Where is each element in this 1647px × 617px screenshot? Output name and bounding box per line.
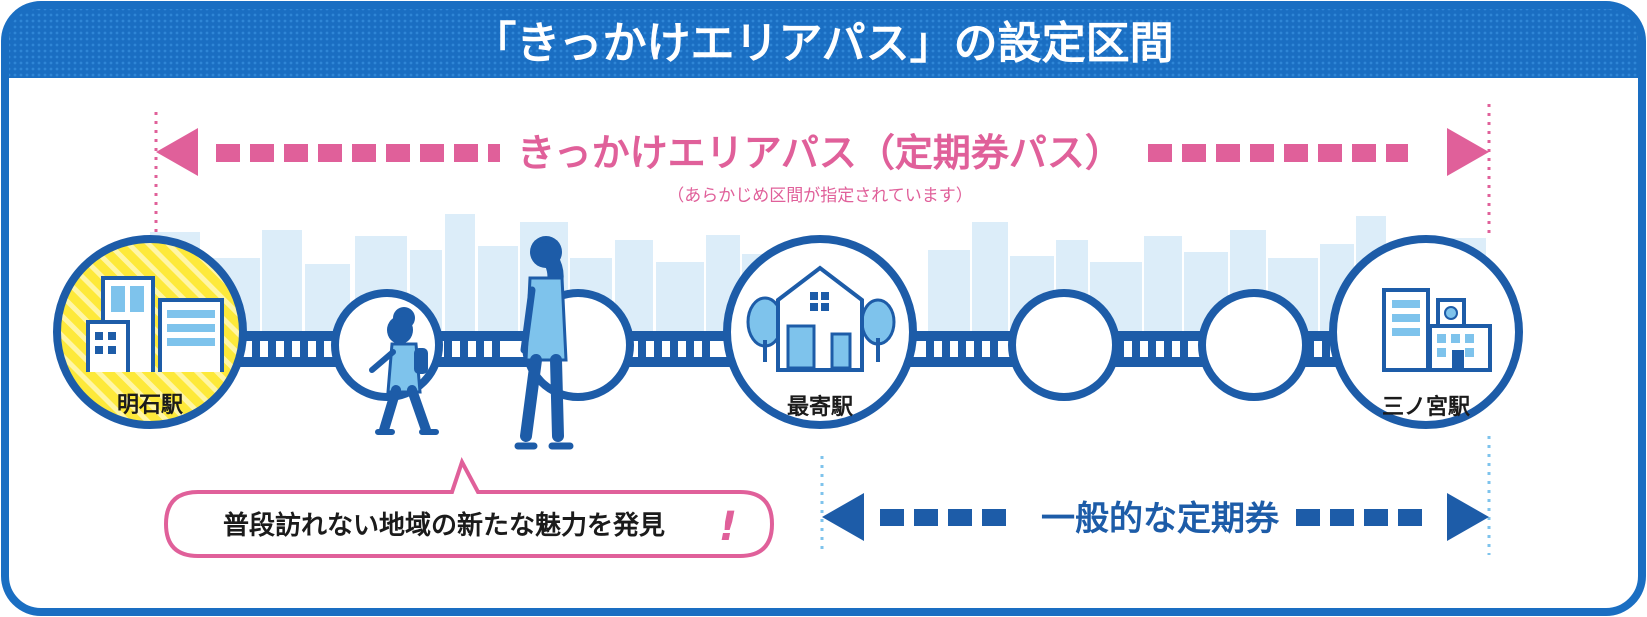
house-icon [776, 265, 864, 372]
station-home: 最寄駅 [723, 235, 917, 429]
station-intermediate-3 [1008, 289, 1120, 401]
exclamation-mark: ! [719, 504, 737, 550]
station-home-label: 最寄駅 [787, 394, 853, 420]
general-pass-range-arrow [822, 493, 1489, 541]
station-akashi-label: 明石駅 [117, 393, 183, 418]
clock-tower-icon [1428, 298, 1492, 372]
header-band [9, 9, 1638, 78]
station-intermediate-1 [331, 289, 443, 401]
station-akashi: 明石駅 [53, 235, 247, 429]
station-sannomiya: 三ノ宮駅 [1329, 235, 1523, 429]
callout-text: 普段訪れない地域の新たな魅力を発見 [223, 510, 665, 541]
area-pass-label: きっかけエリアパス（定期券パス） [517, 131, 1123, 175]
tree-icon [860, 298, 896, 346]
station-sannomiya-label: 三ノ宮駅 [1382, 394, 1470, 420]
discovery-callout: 普段訪れない地域の新たな魅力を発見 ! [163, 456, 775, 558]
area-pass-range-arrow [156, 128, 1489, 176]
page-title: 「きっかけエリアパス」の設定区間 [472, 18, 1173, 69]
area-pass-note: （あらかじめ区間が指定されています） [667, 186, 973, 206]
walking-woman-illustration [514, 236, 574, 450]
general-pass-label: 一般的な定期券 [1041, 499, 1280, 539]
station-intermediate-4 [1198, 289, 1310, 401]
walking-girl-illustration [369, 307, 439, 435]
